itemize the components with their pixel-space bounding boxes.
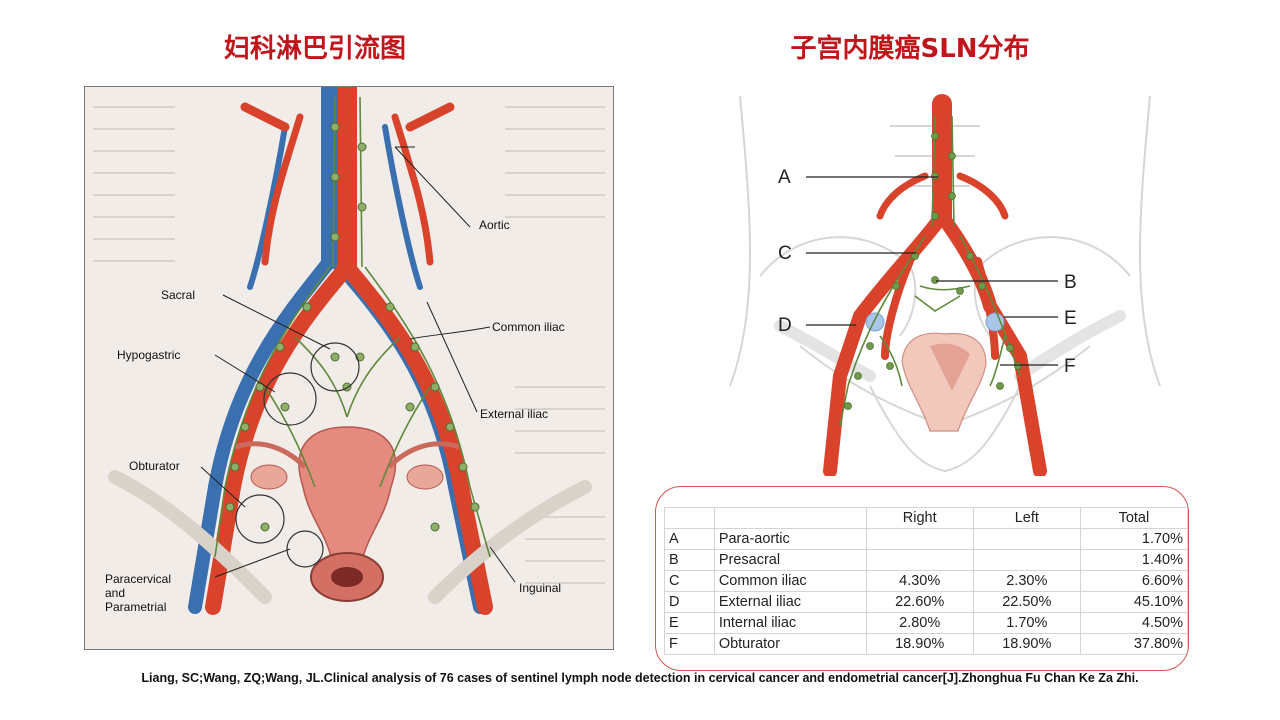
label-inguinal: Inguinal [519, 581, 561, 595]
ligament-bands [108, 470, 592, 604]
row-right [865, 528, 974, 550]
leader-lines [200, 146, 516, 583]
header-total: Total [1079, 507, 1188, 529]
row-site: External iliac [713, 591, 867, 613]
left-title: 妇科淋巴引流图 [223, 34, 406, 64]
row-key: C [664, 570, 715, 592]
label-sacral: Sacral [161, 288, 195, 302]
sln-lymphatics [839, 115, 1021, 427]
table-row: A Para-aortic 1.70% [664, 528, 1188, 550]
row-right: 22.60% [865, 591, 974, 613]
table-header-row: Right Left Total [664, 507, 1188, 529]
row-site: Common iliac [713, 570, 867, 592]
letter-e: E [1064, 308, 1077, 329]
background-text-lines [93, 106, 605, 584]
row-key: D [664, 591, 715, 613]
table-row: B Presacral 1.40% [664, 549, 1188, 571]
citation: Liang, SC;Wang, ZQ;Wang, JL.Clinical ana… [141, 671, 1139, 685]
row-right: 2.80% [865, 612, 974, 634]
anatomy-svg: Aortic Sacral Common iliac Hypogastric E… [93, 87, 605, 615]
label-external-iliac: External iliac [480, 407, 548, 421]
row-left [972, 528, 1081, 550]
sln-leader-lines [806, 176, 1058, 366]
row-site: Internal iliac [713, 612, 867, 634]
sln-distribution-diagram: A B C D E F [720, 86, 1192, 476]
letter-d: D [778, 315, 792, 336]
row-left: 2.30% [972, 570, 1081, 592]
label-paracervical: Paracervical [105, 572, 171, 586]
label-obturator: Obturator [129, 459, 180, 473]
highlight-circles [235, 342, 360, 568]
pelvis-svg: A B C D E F [729, 94, 1161, 476]
row-key: A [664, 528, 715, 550]
letter-a: A [778, 167, 791, 188]
sln-distribution-table-frame: Right Left Total A Para-aortic 1.70% B P… [655, 486, 1189, 671]
row-key: F [664, 633, 715, 655]
label-parametrial: Parametrial [105, 600, 166, 614]
sln-nodes [844, 132, 1022, 410]
table-row: E Internal iliac 2.80% 1.70% 4.50% [664, 612, 1188, 634]
sln-distribution-table: Right Left Total A Para-aortic 1.70% B P… [664, 507, 1188, 655]
label-common-iliac: Common iliac [492, 320, 565, 334]
uterus [234, 426, 460, 602]
lymph-nodes [225, 122, 480, 532]
row-site: Para-aortic [713, 528, 867, 550]
header-key [664, 507, 715, 529]
row-left: 1.70% [972, 612, 1081, 634]
lymph-drainage-illustration: Aortic Sacral Common iliac Hypogastric E… [84, 86, 614, 650]
right-title: 子宫内膜癌SLN分布 [790, 34, 1030, 64]
row-site: Obturator [713, 633, 867, 655]
row-left [972, 549, 1081, 571]
row-right: 4.30% [865, 570, 974, 592]
row-site: Presacral [713, 549, 867, 571]
label-hypogastric: Hypogastric [117, 348, 180, 362]
row-total: 1.40% [1079, 549, 1188, 571]
row-total: 45.10% [1079, 591, 1188, 613]
row-right [865, 549, 974, 571]
table-row: C Common iliac 4.30% 2.30% 6.60% [664, 570, 1188, 592]
table-row: F Obturator 18.90% 18.90% 37.80% [664, 633, 1188, 655]
row-right: 18.90% [865, 633, 974, 655]
table-row: D External iliac 22.60% 22.50% 45.10% [664, 591, 1188, 613]
blue-nodes [865, 312, 1005, 332]
row-total: 6.60% [1079, 570, 1188, 592]
label-and: and [105, 586, 125, 600]
letter-f: F [1064, 356, 1076, 377]
aorta-iliac-arteries [823, 94, 1047, 476]
label-aortic: Aortic [479, 218, 510, 232]
row-left: 22.50% [972, 591, 1081, 613]
row-key: B [664, 549, 715, 571]
uterus-right [901, 332, 987, 432]
letter-c: C [778, 243, 792, 264]
row-left: 18.90% [972, 633, 1081, 655]
header-right: Right [865, 507, 974, 529]
row-total: 4.50% [1079, 612, 1188, 634]
header-left: Left [972, 507, 1081, 529]
row-total: 1.70% [1079, 528, 1188, 550]
row-key: E [664, 612, 715, 634]
row-total: 37.80% [1079, 633, 1188, 655]
letter-b: B [1064, 272, 1077, 293]
header-site [713, 507, 867, 529]
